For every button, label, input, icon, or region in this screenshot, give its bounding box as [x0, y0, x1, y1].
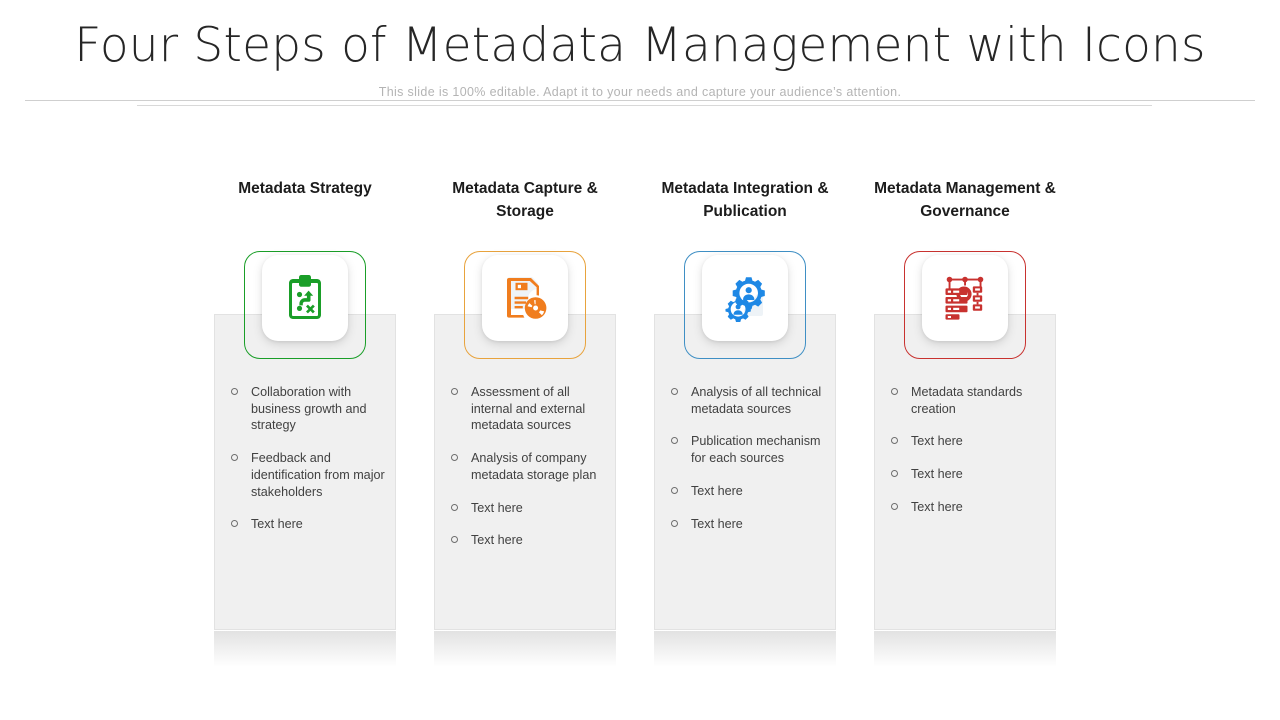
list-item: Text here: [891, 466, 1051, 483]
list-item-text: Text here: [691, 516, 743, 531]
list-item-text: Text here: [911, 434, 963, 449]
bullet-marker-icon: [451, 503, 458, 511]
bullet-marker-icon: [231, 454, 238, 462]
step-panel-reflection-1: [214, 631, 396, 667]
step-accent-frame-2: [464, 251, 586, 359]
list-item-text: Collaboration with business growth and s…: [251, 385, 367, 433]
clipboard-strategy-icon: [279, 272, 331, 324]
list-item-text: Text here: [251, 517, 303, 532]
page-subtitle: This slide is 100% editable. Adapt it to…: [378, 85, 902, 99]
step-column-4[interactable]: Metadata Management & Governance: [855, 108, 1075, 688]
bullet-marker-icon: [671, 486, 678, 494]
bullet-marker-icon: [891, 502, 898, 510]
list-item: Text here: [671, 483, 831, 500]
step-panel-3: [654, 314, 836, 630]
step-bullets-1: Collaboration with business growth and s…: [231, 384, 391, 549]
page-title: Four Steps of Metadata Management with I…: [74, 18, 1206, 73]
step-accent-frame-1: [244, 251, 366, 359]
list-item: Publication mechanism for each sources: [671, 433, 831, 466]
header-divider-long: [25, 100, 1255, 101]
step-accent-frame-4: [904, 251, 1026, 359]
list-item: Text here: [671, 516, 831, 533]
list-item-text: Assessment of all internal and external …: [471, 385, 586, 433]
list-item-text: Metadata standards creation: [911, 385, 1023, 416]
list-item-text: Analysis of company metadata storage pla…: [471, 451, 597, 482]
step-heading-3: Metadata Integration & Publication: [661, 180, 829, 220]
gears-people-icon: [719, 272, 771, 324]
list-item: Metadata standards creation: [891, 384, 1051, 417]
list-item: Text here: [891, 499, 1051, 516]
bullet-marker-icon: [891, 470, 898, 478]
step-bullets-4: Metadata standards creation Text here Te…: [891, 384, 1051, 532]
step-panel-4: [874, 314, 1056, 630]
step-panel-reflection-3: [654, 631, 836, 667]
bullet-marker-icon: [231, 388, 238, 395]
list-item-text: Text here: [471, 533, 523, 548]
list-item-text: Text here: [911, 467, 963, 482]
step-panel-2: [434, 314, 616, 630]
step-icon-tile-1[interactable]: [262, 255, 348, 341]
database-network-gear-icon: [939, 272, 991, 324]
bullet-marker-icon: [671, 519, 678, 527]
step-column-1[interactable]: Metadata Strategy Collabora: [195, 108, 415, 688]
list-item: Text here: [891, 433, 1051, 450]
list-item: Assessment of all internal and external …: [451, 384, 611, 434]
list-item-text: Text here: [911, 499, 963, 514]
bullet-marker-icon: [451, 454, 458, 462]
step-panel-reflection-4: [874, 631, 1056, 667]
list-item-text: Feedback and identification from major s…: [251, 451, 385, 499]
step-panel-1: [214, 314, 396, 630]
bullet-marker-icon: [671, 437, 678, 445]
steps-board: Metadata Strategy Collabora: [0, 108, 1280, 720]
bullet-marker-icon: [231, 520, 238, 528]
header-divider-short: [137, 105, 1152, 106]
list-item: Text here: [451, 500, 611, 517]
step-icon-tile-2[interactable]: [482, 255, 568, 341]
step-heading-4: Metadata Management & Governance: [874, 180, 1056, 220]
list-item: Text here: [231, 516, 391, 533]
list-item: Text here: [451, 532, 611, 549]
bullet-marker-icon: [891, 388, 898, 395]
bullet-marker-icon: [671, 388, 678, 395]
bullet-marker-icon: [451, 536, 458, 544]
slide-header: Four Steps of Metadata Management with I…: [0, 0, 1280, 108]
step-accent-frame-3: [684, 251, 806, 359]
list-item-text: Text here: [691, 483, 743, 498]
step-icon-tile-4[interactable]: [922, 255, 1008, 341]
step-bullets-3: Analysis of all technical metadata sourc…: [671, 384, 831, 548]
list-item-text: Publication mechanism for each sources: [691, 434, 821, 466]
step-icon-tile-3[interactable]: [702, 255, 788, 341]
step-heading-1: Metadata Strategy: [238, 180, 372, 197]
list-item: Collaboration with business growth and s…: [231, 384, 391, 434]
list-item-text: Analysis of all technical metadata sourc…: [691, 385, 822, 416]
list-item: Analysis of company metadata storage pla…: [451, 450, 611, 483]
step-heading-2: Metadata Capture & Storage: [452, 180, 598, 220]
step-column-2[interactable]: Metadata Capture & Storage: [415, 108, 635, 688]
list-item-text: Text here: [471, 500, 523, 515]
list-item: Analysis of all technical metadata sourc…: [671, 384, 831, 417]
step-column-3[interactable]: Metadata Integration & Publication: [635, 108, 855, 688]
floppy-disc-storage-icon: [499, 272, 551, 324]
bullet-marker-icon: [891, 437, 898, 445]
bullet-marker-icon: [451, 388, 458, 395]
list-item: Feedback and identification from major s…: [231, 450, 391, 500]
step-panel-reflection-2: [434, 631, 616, 667]
step-bullets-2: Assessment of all internal and external …: [451, 384, 611, 565]
